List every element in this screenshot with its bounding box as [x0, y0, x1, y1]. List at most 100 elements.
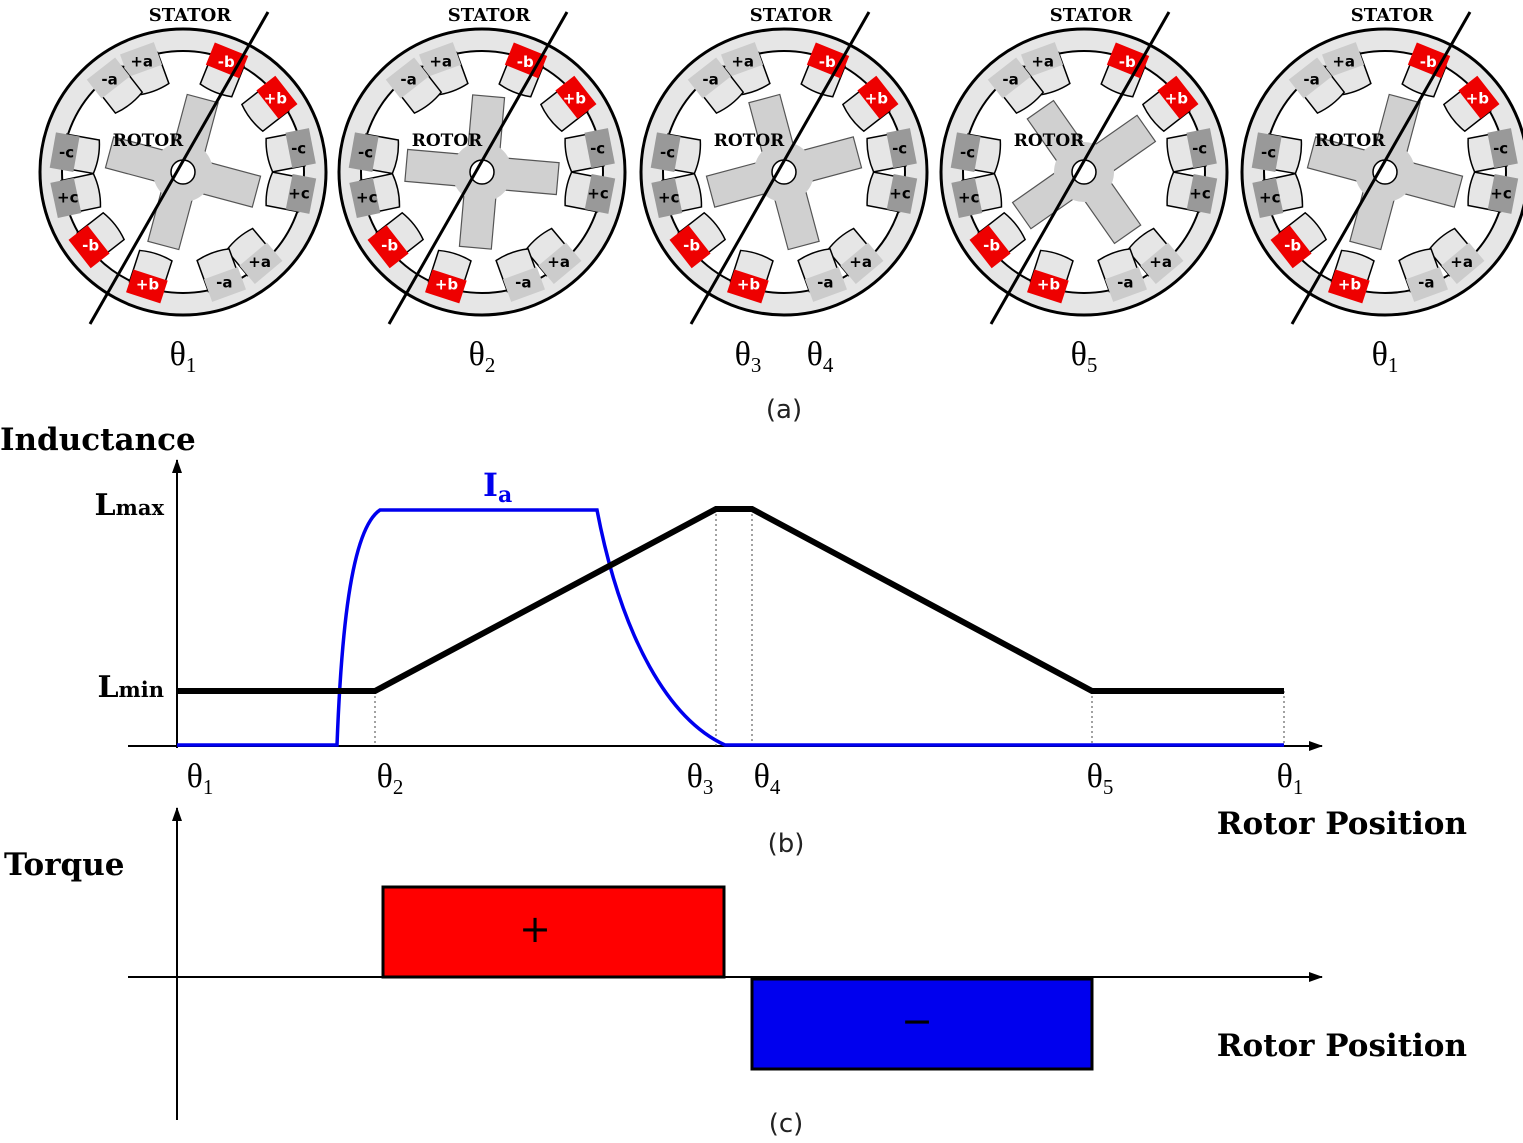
- pole-coil: [584, 128, 615, 169]
- pole-coil: [987, 57, 1031, 99]
- pole-label: +b: [1466, 90, 1490, 108]
- pole-label: +b: [435, 276, 459, 294]
- stator-pole: -a: [86, 57, 144, 115]
- pole-coil: [727, 269, 769, 304]
- pole-label: -b: [819, 53, 836, 71]
- pole-label: +b: [264, 90, 288, 108]
- stator-pole: -a: [1398, 248, 1449, 302]
- pole-coil: [804, 266, 848, 302]
- x-tick-2: θ2: [377, 758, 404, 799]
- pole-label: +a: [731, 52, 754, 70]
- rotor-label: ROTOR: [113, 131, 184, 151]
- current-subscript: a: [498, 482, 512, 508]
- stator-pole: -b: [68, 211, 126, 269]
- stator-pole: -b: [969, 211, 1027, 269]
- stator-pole: -c: [1251, 132, 1303, 175]
- x-tick-6: θ1: [1277, 758, 1304, 799]
- stator-pole: -a: [987, 57, 1045, 115]
- stator-pole: +c: [1166, 171, 1218, 214]
- pole-coil: [969, 225, 1011, 269]
- stator-pole: -c: [650, 132, 702, 175]
- x-tick-6-subscript: 1: [1293, 775, 1304, 799]
- pole-coil: [538, 242, 582, 285]
- stator-pole: -c: [564, 128, 615, 173]
- pole-label: -c: [1192, 140, 1207, 158]
- pole-coil: [886, 173, 918, 214]
- stator-pole: -c: [866, 128, 917, 173]
- pole-label: -b: [381, 236, 398, 254]
- pole-coil: [650, 132, 681, 172]
- panel-b-caption: (b): [768, 829, 805, 859]
- stator-pole: -c: [49, 132, 101, 175]
- inductance-axis-label: Inductance: [0, 422, 196, 458]
- motor-position-label-subscript: 2: [485, 353, 496, 377]
- stator-pole: +b: [1027, 249, 1074, 304]
- current-series-label: Ia: [483, 466, 512, 508]
- pole-coil: [720, 42, 764, 78]
- x-tick-3-subscript: 3: [703, 775, 714, 799]
- pole-label: +c: [1189, 185, 1210, 203]
- pole-label: -b: [1420, 53, 1437, 71]
- pole-coil: [1020, 42, 1064, 78]
- torque-axis-label: Torque: [4, 847, 124, 883]
- x-tick-4-symbol: θ: [754, 758, 770, 795]
- pole-coil: [425, 269, 467, 304]
- stator-pole: +b: [240, 75, 298, 133]
- negative-torque-region: [750, 977, 1094, 1071]
- stator-pole: +b: [1328, 249, 1375, 304]
- pole-coil: [1487, 173, 1519, 214]
- stator-pole: +b: [841, 75, 899, 133]
- stator-pole: +a: [1020, 42, 1071, 96]
- pole-label: +c: [1490, 185, 1511, 203]
- pole-coil: [806, 42, 850, 79]
- pole-coil: [669, 225, 711, 269]
- pole-coil: [1251, 132, 1282, 172]
- motor-position-label-symbol: θ: [469, 336, 485, 373]
- pole-label: -a: [101, 71, 117, 89]
- panel-a-caption: (a): [766, 395, 802, 425]
- motor-position-label-subscript: 5: [1087, 353, 1098, 377]
- stator-pole: -c: [1166, 128, 1217, 173]
- pole-coil: [502, 266, 546, 302]
- lmin-tick-label: Lmin: [97, 670, 164, 705]
- stator-pole: -b: [1100, 42, 1150, 98]
- pole-label: +c: [658, 189, 679, 207]
- pole-coil: [1157, 75, 1199, 119]
- pole-coil: [687, 57, 731, 99]
- pole-coil: [49, 132, 80, 172]
- pole-coil: [651, 177, 683, 219]
- pole-coil: [418, 42, 462, 78]
- positive-torque-region: [381, 885, 726, 979]
- pole-label: -b: [1284, 236, 1301, 254]
- panel-c-caption: (c): [769, 1109, 804, 1139]
- pole-label: -a: [1117, 274, 1133, 292]
- rotor-label: ROTOR: [714, 131, 785, 151]
- pole-coil: [1027, 269, 1069, 304]
- pole-coil: [1104, 266, 1148, 302]
- x-tick-5-symbol: θ: [1087, 758, 1103, 795]
- pole-coil: [126, 269, 168, 304]
- stator-pole: +b: [539, 75, 597, 133]
- pole-label: +c: [288, 185, 309, 203]
- x-tick-1-subscript: 1: [203, 775, 214, 799]
- pole-label: -c: [590, 140, 605, 158]
- motor-position-label-symbol: θ: [1071, 336, 1087, 373]
- pole-label: +b: [136, 276, 160, 294]
- stator-label: STATOR: [149, 5, 232, 26]
- pole-label: -a: [1418, 274, 1434, 292]
- pole-coil: [1186, 173, 1218, 214]
- pole-label: -b: [82, 236, 99, 254]
- rotor-label: ROTOR: [1315, 131, 1386, 151]
- pole-label: +b: [1338, 276, 1362, 294]
- pole-label: -a: [216, 274, 232, 292]
- pole-coil: [504, 42, 548, 79]
- pole-coil: [1407, 42, 1451, 79]
- pole-label: +b: [865, 90, 889, 108]
- pole-coil: [1328, 269, 1370, 304]
- lmax-subscript: max: [116, 495, 165, 520]
- reference-line: [1290, 11, 1472, 325]
